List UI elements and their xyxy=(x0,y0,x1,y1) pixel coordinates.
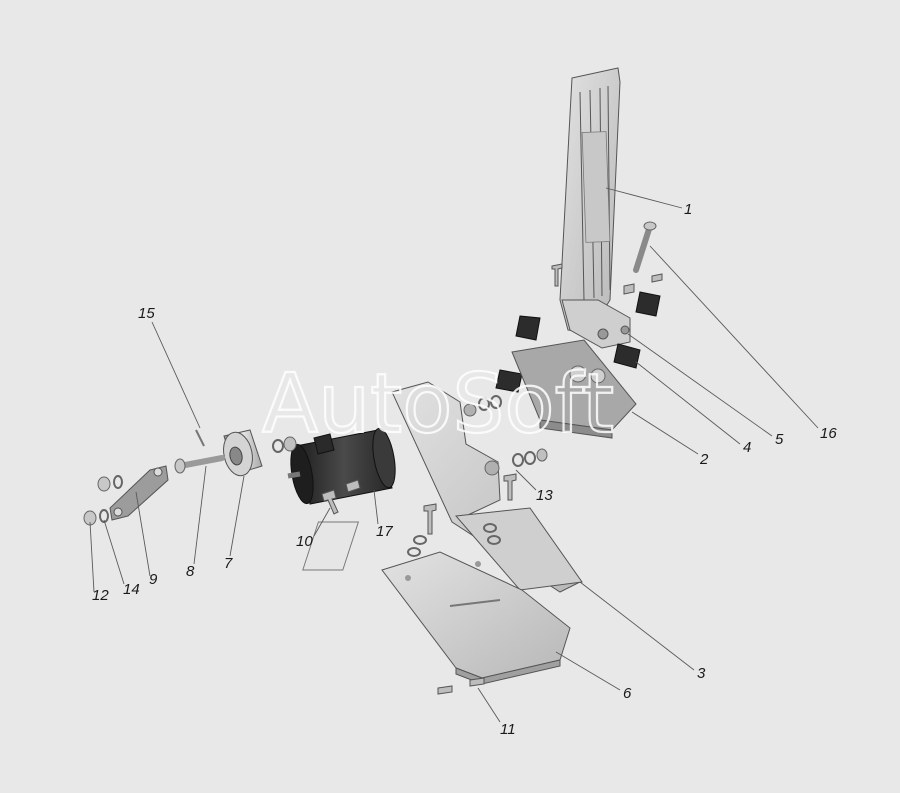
callout-4: 4 xyxy=(743,439,751,456)
callout-1: 1 xyxy=(684,201,692,218)
leader-lines xyxy=(89,187,819,723)
leader-11 xyxy=(477,687,501,723)
leader-14 xyxy=(103,519,125,585)
callout-3: 3 xyxy=(697,665,706,682)
small-screws xyxy=(551,263,663,295)
leader-15 xyxy=(151,321,201,429)
pedal-lever xyxy=(559,67,631,349)
bushings xyxy=(495,291,661,393)
callout-16: 16 xyxy=(820,425,837,442)
plate-bolts xyxy=(407,503,501,557)
leader-12 xyxy=(89,521,95,593)
bracket-base xyxy=(511,339,637,439)
callout-11: 11 xyxy=(500,721,516,738)
callout-7: 7 xyxy=(224,555,233,572)
callout-2: 2 xyxy=(699,451,709,468)
sensor-body xyxy=(272,427,396,505)
watermark: AutoSoft xyxy=(262,357,614,452)
leader-2 xyxy=(631,411,699,455)
leader-7 xyxy=(229,475,245,557)
sensor-bolt xyxy=(321,479,361,515)
callout-15: 15 xyxy=(138,305,155,322)
leader-8 xyxy=(193,465,207,565)
leader-10 xyxy=(313,507,331,537)
leader-1 xyxy=(605,187,683,209)
leader-6 xyxy=(555,651,621,691)
leader-5 xyxy=(627,333,773,437)
floor-screws xyxy=(437,677,485,695)
roller xyxy=(223,429,263,477)
leader-13 xyxy=(515,469,537,491)
leader-17 xyxy=(373,489,379,525)
leader-16 xyxy=(649,245,819,429)
long-pin xyxy=(633,221,657,273)
callout-5: 5 xyxy=(775,431,784,448)
callout-6: 6 xyxy=(623,685,632,702)
callout-8: 8 xyxy=(186,563,195,580)
callout-labels: 1 2 3 4 5 6 7 8 9 10 11 12 13 14 15 16 1… xyxy=(92,201,837,738)
callout-13: 13 xyxy=(536,487,553,504)
callout-10: 10 xyxy=(296,533,313,550)
leader-4 xyxy=(635,361,741,445)
nuts-and-washers xyxy=(83,475,123,526)
callout-9: 9 xyxy=(149,571,158,588)
link-plate xyxy=(109,465,169,521)
axle-pin xyxy=(174,455,225,474)
callout-14: 14 xyxy=(123,581,140,598)
bolt-and-washers xyxy=(478,395,548,501)
leader-9 xyxy=(135,491,151,577)
mounting-bracket xyxy=(302,381,583,593)
spring xyxy=(195,429,205,447)
callout-12: 12 xyxy=(92,587,109,604)
callout-17: 17 xyxy=(376,523,393,540)
leader-3 xyxy=(579,581,695,671)
